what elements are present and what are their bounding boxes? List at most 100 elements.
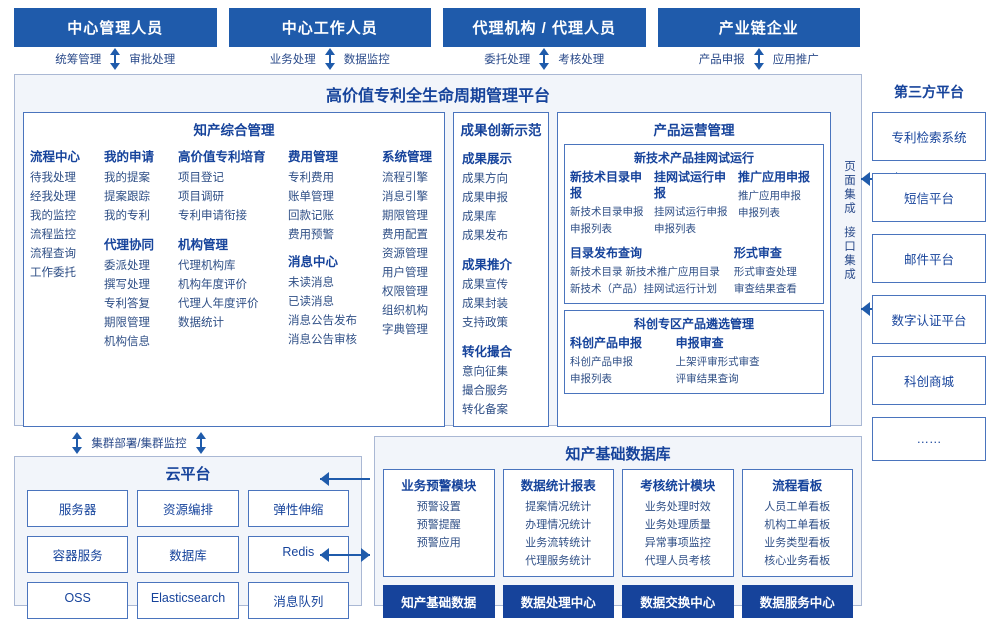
menu-item[interactable]: 字典管理 [382,324,428,336]
menu-item[interactable]: 撮合服务 [462,385,508,397]
db-footer-base-data[interactable]: 知产基础数据 [383,585,495,618]
menu-item[interactable]: 上架评审形式审查 [675,356,760,368]
cloud-item-orchestration[interactable]: 资源编排 [137,490,239,527]
menu-item[interactable]: 经我处理 [30,191,76,203]
menu-item[interactable]: 消息公告审核 [288,334,357,346]
cloud-item-elasticsearch[interactable]: Elasticsearch [137,582,239,619]
menu-item[interactable]: 专利申请衔接 [178,210,247,222]
menu-item[interactable]: 期限管理 [104,317,150,329]
menu-item[interactable]: 成果封装 [462,298,508,310]
third-party-item-3[interactable]: 数字认证平台 [872,295,986,344]
role-card-2[interactable]: 代理机构 / 代理人员 [443,8,646,47]
menu-item[interactable]: 申报列表 [654,223,696,235]
menu-item[interactable]: 推广应用申报 [738,190,801,202]
menu-item[interactable]: 科创产品申报 [570,356,633,368]
menu-item[interactable]: 新技术（产品）挂网试运行计划 [570,283,717,295]
menu-item[interactable]: 消息引擎 [382,191,428,203]
menu-item[interactable]: 挂网试运行申报 [654,206,728,218]
menu-item[interactable]: 申报列表 [570,223,612,235]
role-card-0[interactable]: 中心管理人员 [14,8,217,47]
db-footer-service-center[interactable]: 数据服务中心 [741,585,853,618]
menu-item[interactable]: 业务类型看板 [764,537,831,549]
menu-item[interactable]: 成果方向 [462,173,508,185]
menu-item[interactable]: 回款记账 [288,210,334,222]
menu-item[interactable]: 业务流转统计 [525,537,592,549]
cloud-item-autoscaling[interactable]: 弹性伸缩 [247,490,349,527]
menu-item[interactable]: 业务处理质量 [644,519,711,531]
menu-item[interactable]: 机构信息 [104,336,150,348]
cloud-item-server[interactable]: 服务器 [27,490,129,527]
menu-item[interactable]: 撰写处理 [104,279,150,291]
menu-item[interactable]: 意向征集 [462,366,508,378]
menu-item[interactable]: 核心业务看板 [764,555,831,567]
menu-item[interactable]: 预警设置 [416,501,461,513]
menu-item[interactable]: 提案跟踪 [104,191,150,203]
cloud-item-container[interactable]: 容器服务 [27,536,129,573]
menu-item[interactable]: 成果库 [462,211,497,223]
cloud-item-database[interactable]: 数据库 [137,536,239,573]
menu-item[interactable]: 代理服务统计 [525,555,592,567]
menu-item[interactable]: 形式审查处理 [733,266,797,278]
menu-item[interactable]: 人员工单看板 [764,501,831,513]
menu-item[interactable]: 权限管理 [382,286,428,298]
menu-item[interactable]: 机构工单看板 [764,519,831,531]
third-party-item-5[interactable]: …… [872,417,986,461]
menu-item[interactable]: 审查结果查看 [733,283,797,295]
menu-item[interactable]: 评审结果查询 [675,373,739,385]
menu-item[interactable]: 提案情况统计 [525,501,592,513]
menu-item[interactable]: 项目登记 [178,172,224,184]
menu-item[interactable]: 组织机构 [382,305,428,317]
menu-item[interactable]: 未读消息 [288,277,334,289]
menu-item[interactable]: 新技术目录 新技术推广应用目录 [570,266,720,278]
cloud-item-mq[interactable]: 消息队列 [247,582,349,619]
menu-item[interactable]: 预警应用 [416,537,461,549]
menu-item[interactable]: 消息公告发布 [288,315,357,327]
third-party-item-1[interactable]: 短信平台 [872,173,986,222]
menu-item[interactable]: 项目调研 [178,191,224,203]
cloud-item-oss[interactable]: OSS [27,582,129,619]
menu-item[interactable]: 成果宣传 [462,279,508,291]
menu-item[interactable]: 代理人年度评价 [178,298,259,310]
menu-item[interactable]: 我的专利 [104,210,150,222]
menu-item[interactable]: 待我处理 [30,172,76,184]
menu-item[interactable]: 费用预警 [288,229,334,241]
menu-item[interactable]: 业务处理时效 [644,501,711,513]
db-footer-processing-center[interactable]: 数据处理中心 [502,585,614,618]
menu-item[interactable]: 期限管理 [382,210,428,222]
menu-item[interactable]: 资源管理 [382,248,428,260]
third-party-item-4[interactable]: 科创商城 [872,356,986,405]
menu-item[interactable]: 用户管理 [382,267,428,279]
menu-item[interactable]: 专利费用 [288,172,334,184]
menu-item[interactable]: 支持政策 [462,317,508,329]
third-party-item-0[interactable]: 专利检索系统 [872,112,986,161]
menu-item[interactable]: 机构年度评价 [178,279,247,291]
menu-item[interactable]: 办理情况统计 [525,519,592,531]
menu-item[interactable]: 申报列表 [570,373,612,385]
menu-item[interactable]: 工作委托 [30,267,76,279]
subcol-1: 挂网试运行申报 挂网试运行申报 申报列表 [654,169,734,238]
role-card-3[interactable]: 产业链企业 [657,8,860,47]
menu-item[interactable]: 流程引擎 [382,172,428,184]
menu-item[interactable]: 费用配置 [382,229,428,241]
menu-item[interactable]: 申报列表 [738,207,780,219]
menu-item[interactable]: 已读消息 [288,296,334,308]
role-card-1[interactable]: 中心工作人员 [228,8,431,47]
menu-item[interactable]: 预警提醒 [416,519,461,531]
menu-item[interactable]: 数据统计 [178,317,224,329]
menu-item[interactable]: 异常事项监控 [644,537,711,549]
menu-item[interactable]: 新技术目录申报 [570,206,644,218]
menu-item[interactable]: 代理人员考核 [644,555,711,567]
menu-item[interactable]: 流程监控 [30,229,76,241]
menu-item[interactable]: 我的监控 [30,210,76,222]
third-party-item-2[interactable]: 邮件平台 [872,234,986,283]
menu-item[interactable]: 账单管理 [288,191,334,203]
db-footer-exchange-center[interactable]: 数据交换中心 [622,585,734,618]
menu-item[interactable]: 成果发布 [462,230,508,242]
menu-item[interactable]: 我的提案 [104,172,150,184]
menu-item[interactable]: 专利答复 [104,298,150,310]
menu-item[interactable]: 流程查询 [30,248,76,260]
menu-item[interactable]: 委派处理 [104,260,150,272]
menu-item[interactable]: 代理机构库 [178,260,236,272]
menu-item[interactable]: 转化备案 [462,404,508,416]
menu-item[interactable]: 成果申报 [462,192,508,204]
